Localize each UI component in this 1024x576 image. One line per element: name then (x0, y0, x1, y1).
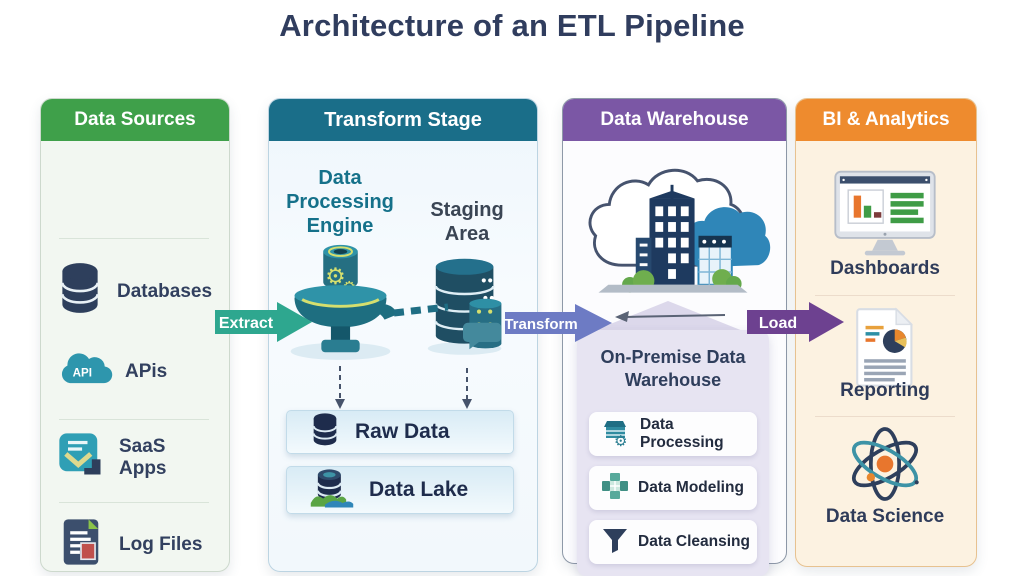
funnel-icon (601, 526, 629, 559)
divider (59, 502, 209, 503)
processing-machine-icon: ⚙ ⚙ (283, 238, 398, 368)
atom-icon (795, 424, 975, 509)
list-item-databases: Databases (55, 261, 215, 322)
api-badge-text: API (73, 366, 92, 379)
svg-text:⚙: ⚙ (614, 432, 627, 447)
raw-data-label: Raw Data (355, 420, 450, 443)
saas-apps-icon (55, 429, 107, 486)
arrow-down-dashed (333, 366, 347, 415)
wh-row-label: Data Modeling (638, 479, 744, 496)
load-arrow-label: Load (759, 315, 797, 332)
data-sources-card: Data Sources Databases API APis (40, 98, 230, 572)
staging-database-icon (423, 246, 511, 375)
arrow-down-dashed (460, 368, 474, 415)
wh-row-label: Data Cleansing (638, 533, 750, 550)
transform-arrow-label: Transform (505, 316, 578, 333)
warehouse-gear-icon: ⚙ (601, 417, 631, 452)
reporting-label: Reporting (840, 380, 930, 401)
log-files-icon (55, 515, 107, 574)
wh-row-label: Data Processing (640, 416, 724, 451)
divider (815, 295, 955, 296)
svg-text:⚙: ⚙ (325, 264, 346, 290)
wh-row-data-processing: ⚙ Data Processing (589, 412, 757, 456)
divider (59, 419, 209, 420)
list-item-label: SaaS Apps (119, 435, 167, 479)
dashed-pipe-connector (392, 300, 450, 323)
list-item-label: Databases (117, 280, 213, 302)
data-sources-header: Data Sources (41, 99, 229, 141)
load-arrow: Load (747, 301, 845, 348)
monitor-chart-icon (795, 168, 975, 265)
data-warehouse-header: Data Warehouse (563, 99, 786, 141)
divider (59, 238, 209, 239)
raw-data-box: Raw Data (286, 410, 514, 454)
data-lake-label: Data Lake (369, 478, 469, 501)
arrow-left-thin (615, 309, 727, 330)
database-icon (309, 411, 341, 454)
list-item-saas-apps: SaaS Apps (55, 429, 215, 486)
dashboards-label: Dashboards (830, 258, 940, 279)
data-lake-icon (309, 467, 355, 514)
list-item-log-files: Log Files (55, 515, 215, 574)
bi-analytics-header: BI & Analytics (796, 99, 976, 141)
database-icon (55, 261, 105, 322)
cloud-warehouse-illustration (575, 146, 771, 309)
transform-arrow: Transform (504, 302, 613, 349)
data-lake-box: Data Lake (286, 466, 514, 514)
extract-arrow: Extract (215, 301, 313, 348)
data-science-label: Data Science (825, 506, 945, 527)
wh-row-data-cleansing: Data Cleansing (589, 520, 757, 564)
transform-stage-header: Transform Stage (269, 99, 537, 141)
extract-arrow-label: Extract (219, 315, 274, 332)
on-premise-panel-title: On-Premise Data Warehouse (600, 347, 746, 390)
api-cloud-icon: API (55, 347, 113, 396)
data-modeling-icon (601, 472, 629, 505)
page-title: Architecture of an ETL Pipeline (279, 8, 745, 43)
divider (815, 416, 955, 417)
list-item-apis: API APis (55, 347, 215, 396)
list-item-label: Log Files (119, 533, 203, 555)
processing-engine-label: Data Processing Engine (286, 167, 394, 237)
report-document-icon (795, 305, 975, 392)
list-item-label: APis (125, 360, 168, 382)
on-premise-panel: On-Premise Data Warehouse ⚙ Data Process… (577, 330, 769, 576)
staging-area-label: Staging Area (430, 199, 504, 245)
wh-row-data-modeling: Data Modeling (589, 466, 757, 510)
